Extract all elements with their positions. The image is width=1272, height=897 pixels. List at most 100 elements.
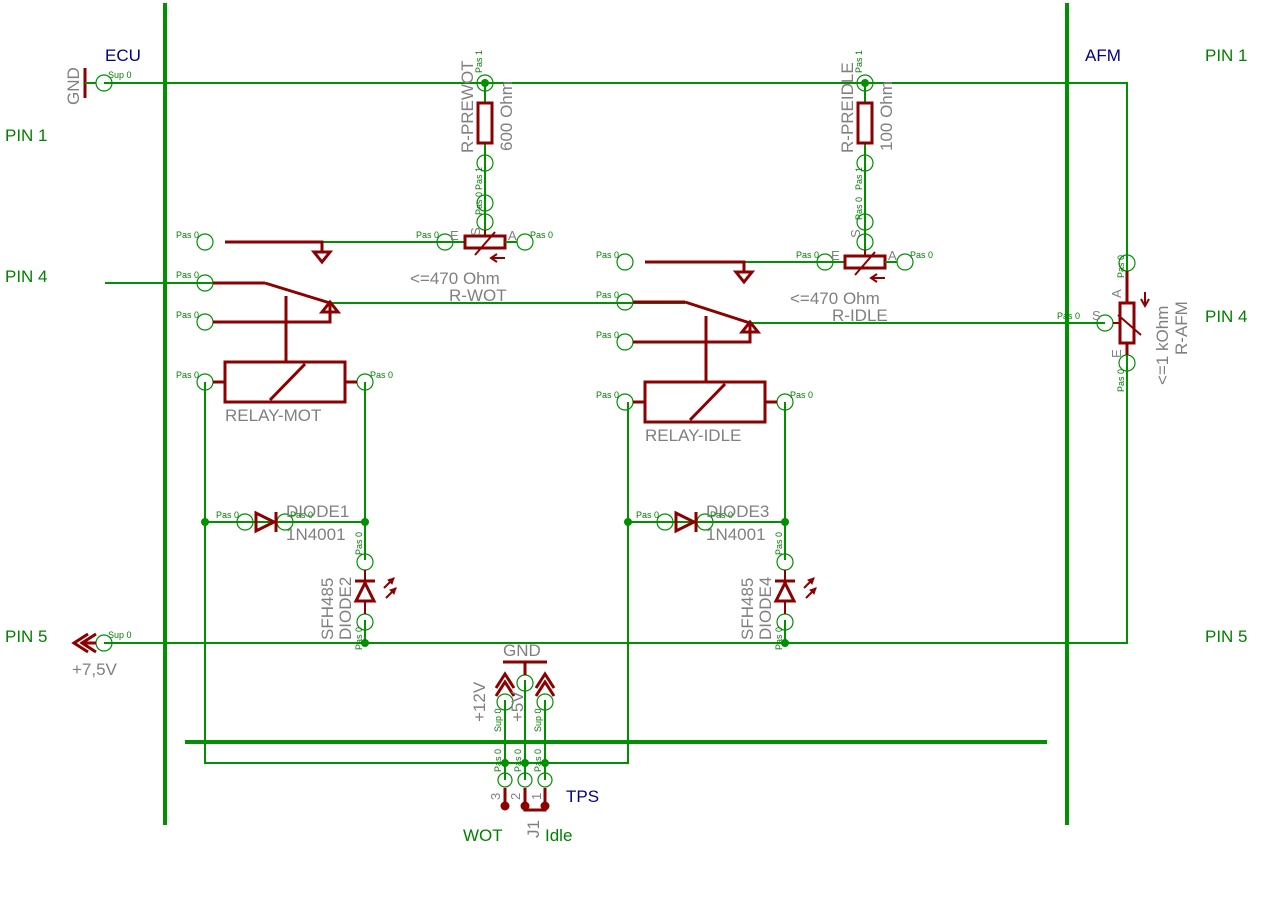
pin-tag: Pas 0	[910, 250, 933, 260]
j1-pin2-number: 2	[508, 793, 523, 800]
diode3-symbol	[674, 510, 698, 534]
pin-circle	[536, 693, 554, 711]
r-preidle-name: R-PREIDLE	[838, 62, 857, 153]
j1-jumper	[500, 788, 550, 812]
r-wot-pin-a: A	[508, 228, 517, 243]
r-prewot-name: R-PREWOT	[458, 60, 477, 153]
junction	[501, 759, 509, 767]
relay-mot-switch	[213, 281, 342, 362]
pin-circle	[476, 74, 494, 92]
r-idle-pin-a: A	[888, 248, 897, 263]
junction	[521, 759, 529, 767]
labels: ECU AFM TPS PIN 1 PIN 4 PIN 5 PIN 1 PIN …	[5, 46, 1248, 845]
pin-tag: Pas 0	[176, 230, 199, 240]
pin-tag: Pas 0	[596, 390, 619, 400]
diode2-type: SFH485	[318, 578, 337, 640]
r-wot-trimmer	[463, 230, 517, 263]
plus5-supply-symbol	[534, 671, 556, 697]
junctions	[201, 79, 869, 767]
pin-tag: Pas 0	[796, 250, 819, 260]
pin-tag: Sup 0	[108, 630, 132, 640]
r-preidle-resistor	[856, 101, 874, 145]
pin-tag: Pas 1	[854, 50, 864, 73]
pin-tag: Pas 0	[216, 510, 239, 520]
diode2-led	[353, 570, 397, 614]
diode1-name: DIODE1	[286, 502, 349, 521]
r-prewot-value: 600 Ohm	[497, 81, 516, 151]
wire-coil-return	[204, 382, 629, 764]
diode3-name: DIODE3	[706, 502, 769, 521]
pin-circle	[537, 772, 553, 788]
junction	[861, 79, 869, 87]
ecu-pin4-label: PIN 4	[5, 267, 48, 286]
r-preidle-value: 100 Ohm	[877, 81, 896, 151]
pin-tag: Pas 0	[596, 330, 619, 340]
r-idle-trimmer	[843, 250, 897, 283]
plus75-supply-symbol	[71, 632, 97, 654]
pin-tag: Sup 0	[533, 708, 543, 732]
pin-circle	[616, 333, 634, 351]
gnd-top-label: GND	[64, 67, 83, 105]
pin-tag: Pas 0	[854, 197, 864, 220]
pin-tag: Pas 0	[474, 192, 484, 215]
afm-pin5-label: PIN 5	[1205, 627, 1248, 646]
pin-tag: Pas 0	[176, 370, 199, 380]
r-wot-pin-e: E	[450, 228, 459, 243]
diode4-name: DIODE4	[756, 577, 775, 640]
pin-tag: Pas 0	[1116, 369, 1126, 392]
j1-pin3-number: 3	[488, 793, 503, 800]
afm-pin1-label: PIN 1	[1205, 46, 1248, 65]
diode1-type: 1N4001	[286, 525, 346, 544]
pin-tag: Pas 0	[530, 230, 553, 240]
pin-tag: Pas 0	[354, 627, 364, 650]
diode2-name: DIODE2	[336, 577, 355, 640]
idle-label: Idle	[545, 826, 572, 845]
wire-pin5	[104, 380, 1128, 644]
ecu-header: ECU	[105, 46, 141, 65]
pin-tag: Sup 0	[493, 708, 503, 732]
pin-circle	[196, 313, 214, 331]
wot-label: WOT	[463, 826, 503, 845]
r-afm-name: R-AFM	[1172, 301, 1191, 355]
wires	[104, 82, 1128, 780]
gnd-symbol-ridle	[645, 260, 756, 285]
pin-circle	[496, 693, 514, 711]
relay-idle-label: RELAY-IDLE	[645, 426, 741, 445]
r-afm-trimmer	[1113, 271, 1150, 355]
plus75-label: +7,5V	[72, 660, 118, 679]
r-afm-pin-s: S	[1092, 308, 1101, 323]
pin-circle	[517, 772, 533, 788]
pin-circle	[196, 233, 214, 251]
junction	[624, 518, 632, 526]
diode3-type: 1N4001	[706, 525, 766, 544]
pin-tags: Sup 0 Sup 0 Pas 1 Pas 1 Pas 1 Pas 1 Pas …	[108, 50, 1126, 772]
relay-idle-coil	[633, 380, 777, 424]
pin-circle	[656, 513, 674, 531]
pin-tag: Pas 1	[474, 50, 484, 73]
gnd-symbol-top	[83, 68, 96, 98]
afm-pin4-label: PIN 4	[1205, 307, 1248, 326]
wire-pin1	[104, 82, 1128, 257]
junction	[781, 639, 789, 647]
j1-pin1-number: 1	[529, 793, 544, 800]
pin-tag: Pas 0	[416, 230, 439, 240]
r-afm-pin-a: A	[1109, 289, 1124, 298]
diode4-type: SFH485	[738, 578, 757, 640]
r-wot-value: <=470 Ohm	[410, 269, 500, 288]
junction	[781, 518, 789, 526]
pin-tag: Pas 0	[1057, 311, 1080, 321]
ecu-pin5-label: PIN 5	[5, 627, 48, 646]
plus5-label: +5V	[508, 691, 527, 722]
junction	[541, 759, 549, 767]
diode1-symbol	[254, 510, 278, 534]
pin-circles	[95, 74, 1136, 788]
relay-idle-switch	[633, 300, 762, 382]
pin-circle	[616, 393, 634, 411]
pin-tag: Pas 0	[774, 532, 784, 555]
pin-tag: Pas 0	[176, 310, 199, 320]
r-idle-value: <=470 Ohm	[790, 289, 880, 308]
r-afm-value: <=1 kOhm	[1153, 306, 1172, 385]
pin-circle	[856, 74, 874, 92]
gnd-bottom-symbol	[503, 660, 547, 675]
